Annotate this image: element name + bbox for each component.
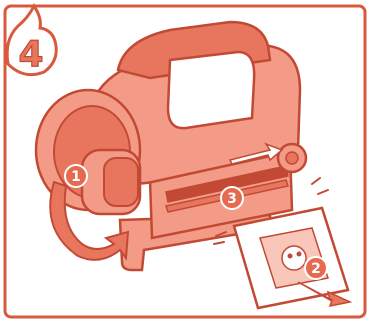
callout-3: 3 (221, 187, 243, 209)
output-picture-character (282, 246, 306, 270)
callout-2-label: 2 (311, 261, 321, 277)
step-badge: 4 (7, 6, 56, 75)
callout-3-label: 3 (227, 191, 237, 207)
step-number: 4 (18, 34, 43, 75)
machine-window (168, 52, 254, 128)
crank-knob (82, 150, 140, 214)
callout-1-label: 1 (71, 169, 81, 185)
callout-2: 2 (305, 257, 327, 279)
side-dial (278, 144, 306, 172)
callout-1: 1 (65, 165, 87, 187)
